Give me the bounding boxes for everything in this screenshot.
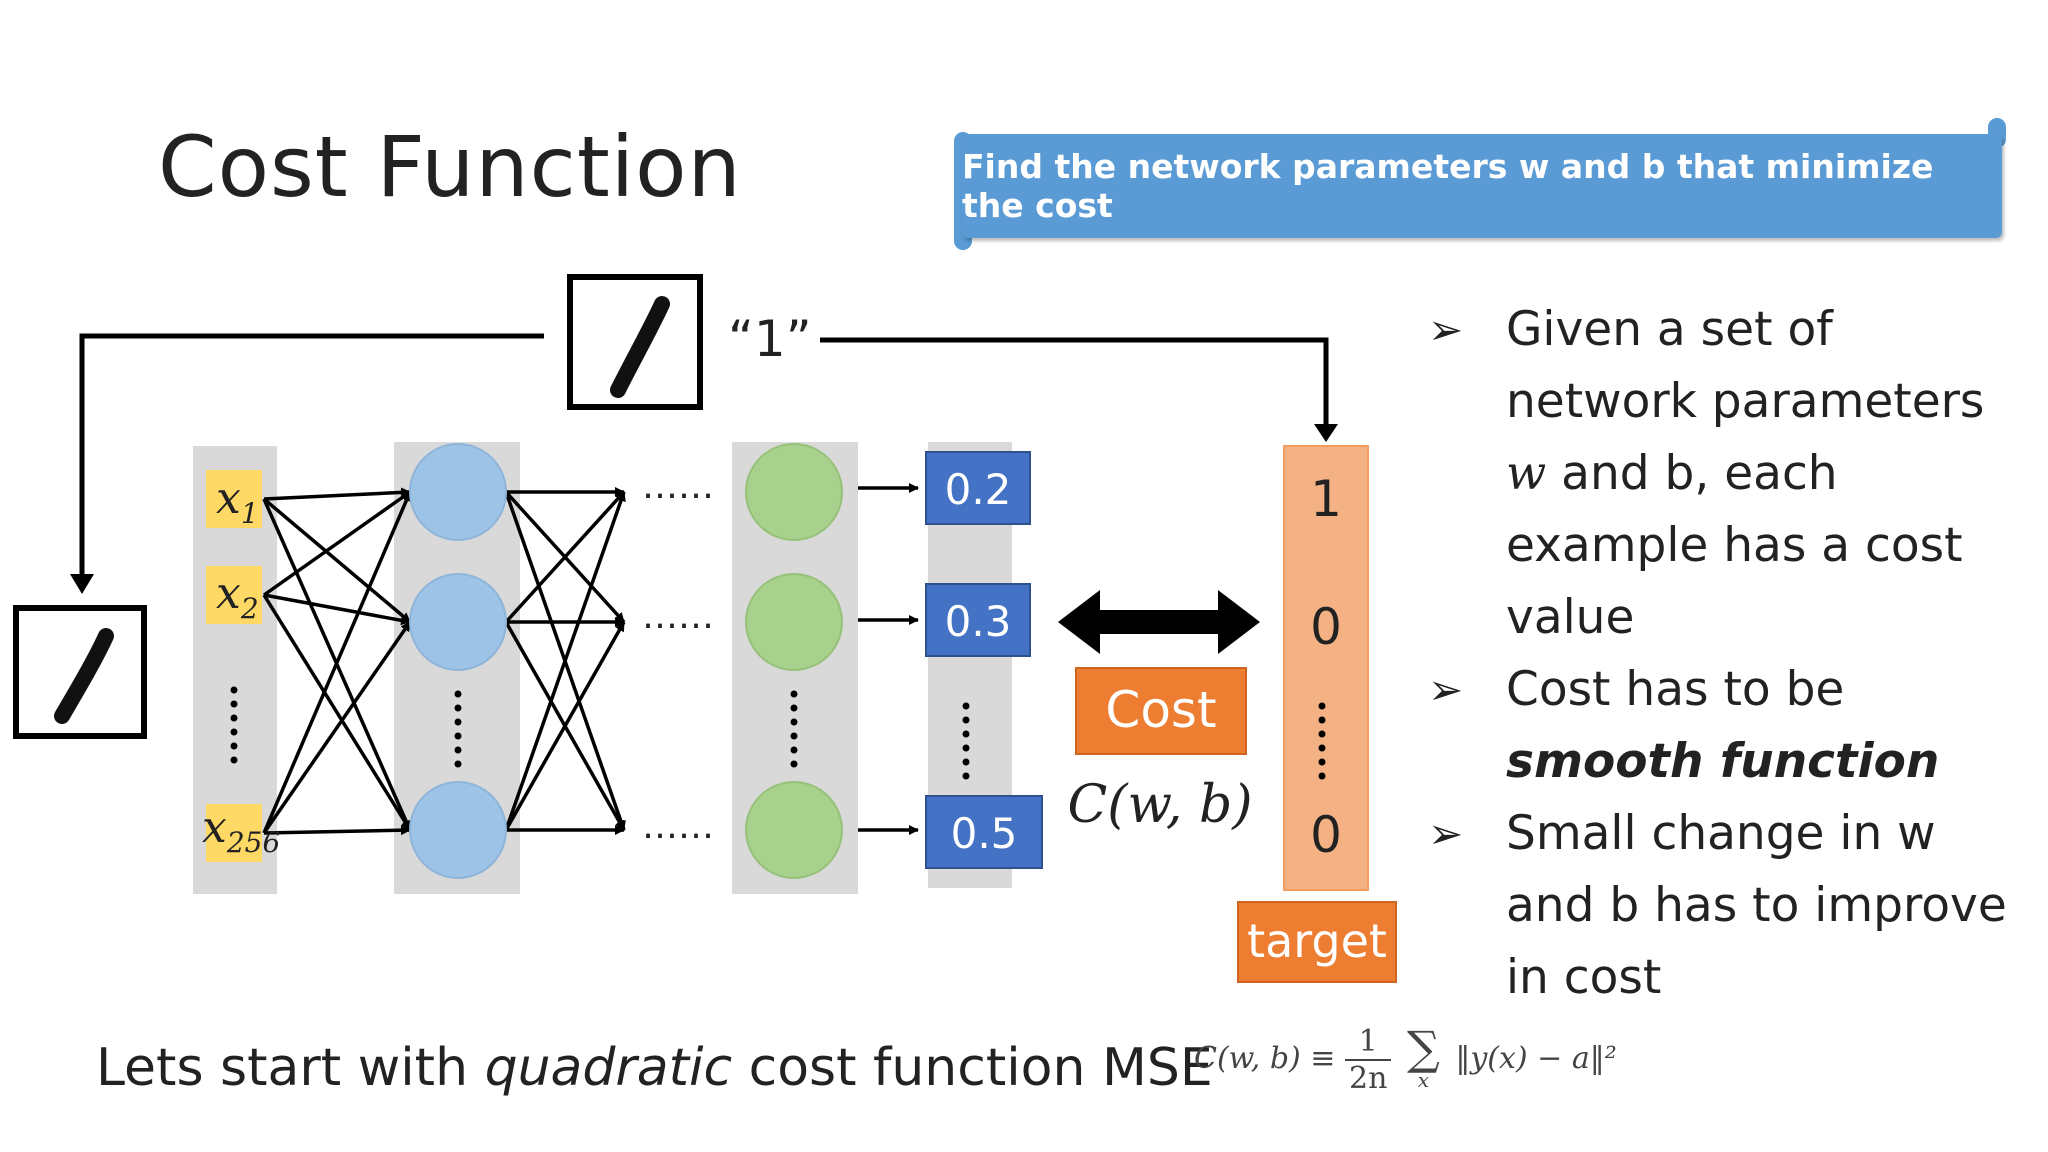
target-value-1: 1 [1310, 470, 1342, 528]
digit-image-top [567, 274, 703, 410]
ellipsis-row-3: …… [642, 806, 714, 847]
connection-edge [262, 491, 412, 834]
hidden-node-1-3 [409, 781, 507, 879]
target-value-2: 0 [1310, 598, 1342, 656]
objective-banner: Find the network parameters w and b that… [962, 134, 2002, 238]
bullet-arrow-icon: ➢ [1428, 809, 1464, 858]
connection-edge [504, 491, 626, 831]
compare-double-arrow [1058, 590, 1260, 654]
connection-edge [262, 497, 412, 624]
bullet-arrow-icon: ➢ [1428, 305, 1464, 354]
output-value-2: 0.3 [925, 583, 1031, 657]
connection-edge [263, 825, 411, 836]
bullet-item-1: ➢ Given a set of network parameters w an… [1428, 294, 2028, 654]
hidden-node-2-3 [745, 781, 843, 879]
connection-edge [262, 594, 412, 831]
input-node-3: x256 [202, 802, 280, 862]
output-value-3: 0.5 [925, 795, 1043, 869]
svg-text:0.3: 0.3 [945, 597, 1012, 646]
connection-edge [263, 593, 411, 626]
output-vertical-dots [962, 702, 970, 780]
svg-text:target: target [1247, 914, 1387, 968]
svg-text:x1: x1 [216, 473, 259, 530]
input-node-1: x1 [206, 470, 262, 530]
arrowhead-to-input-image [70, 574, 94, 594]
bullet-item-3: ➢ Small change in w and b has to improve… [1428, 798, 2028, 1014]
input-node-2: x2 [206, 566, 262, 625]
input-routing-lines [79, 333, 1329, 578]
connection-edge [262, 621, 412, 834]
hidden-node-1-1 [409, 443, 507, 541]
input-label: “1” [728, 310, 812, 368]
ellipsis-row-1: …… [642, 466, 714, 507]
output-value-1: 0.2 [925, 451, 1031, 525]
target-value-3: 0 [1310, 806, 1342, 864]
target-label-box: target [1237, 901, 1397, 983]
hidden2-vertical-dots [790, 690, 798, 768]
svg-text:0.2: 0.2 [945, 465, 1012, 514]
bullet-arrow-icon: ➢ [1428, 665, 1464, 714]
svg-text:x2: x2 [216, 568, 259, 625]
bullet-item-2: ➢ Cost has to be smooth function [1428, 654, 2028, 798]
bullet-list: ➢ Given a set of network parameters w an… [1428, 294, 2028, 1014]
svg-text:x256: x256 [202, 802, 280, 859]
connections-hidden-hidden [504, 487, 626, 835]
connection-edge [263, 487, 411, 501]
target-column [1283, 445, 1369, 891]
input-vertical-dots [230, 686, 238, 764]
connections-input-hidden [262, 487, 412, 836]
connection-edge [262, 490, 412, 597]
digit-image-left [13, 605, 147, 739]
svg-text:Cost: Cost [1105, 681, 1216, 739]
hidden-node-2-2 [745, 573, 843, 671]
mse-intro-text: Lets start with quadratic cost function … [96, 1038, 1213, 1098]
svg-text:0.5: 0.5 [951, 809, 1018, 858]
cost-box: Cost [1075, 667, 1247, 755]
output-arrows [858, 483, 919, 835]
connection-edge [504, 490, 626, 624]
cost-formula-label: C(w, b) [1067, 775, 1252, 835]
ellipsis-row-2: …… [642, 596, 714, 637]
hidden-node-2-1 [745, 443, 843, 541]
connection-edge [504, 621, 626, 831]
target-vertical-dots [1318, 702, 1326, 780]
hidden1-vertical-dots [454, 690, 462, 768]
arrowhead-to-target [1314, 424, 1338, 442]
page-title: Cost Function [158, 118, 742, 216]
hidden-node-1-2 [409, 573, 507, 671]
